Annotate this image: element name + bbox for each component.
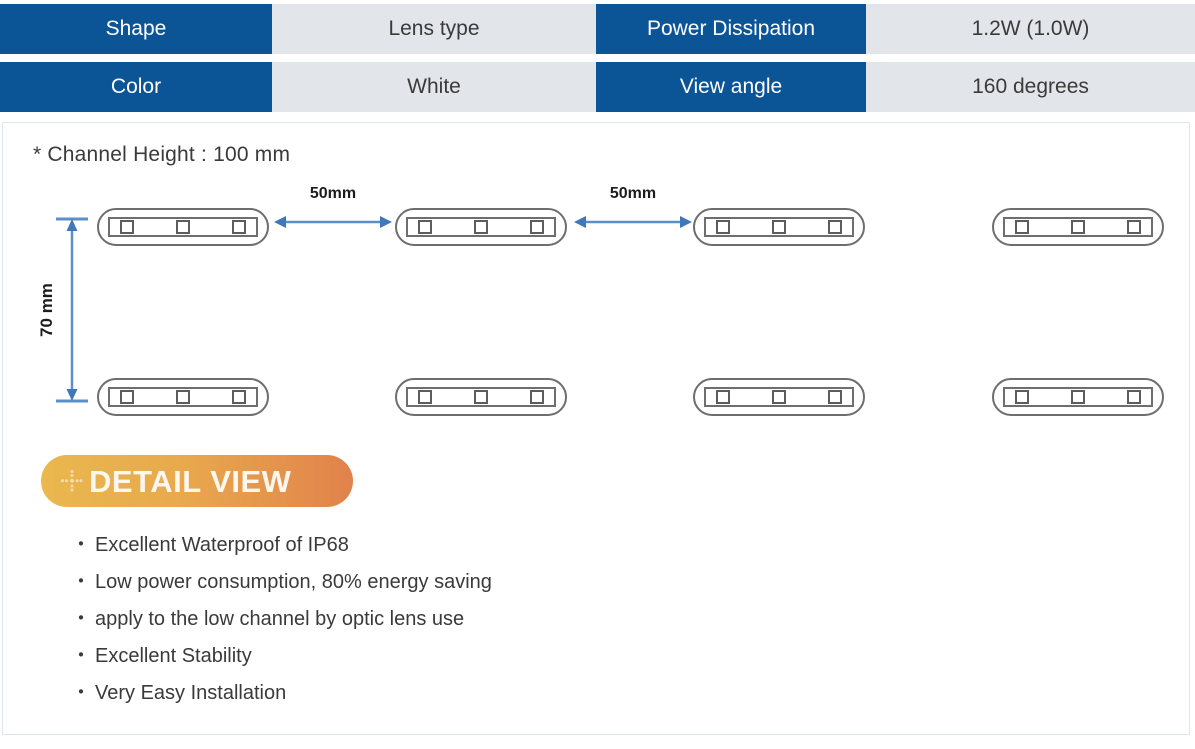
led-chip-icon xyxy=(716,390,730,404)
led-chip-icon xyxy=(1127,220,1141,234)
feature-text: Excellent Waterproof of IP68 xyxy=(95,534,349,556)
led-module xyxy=(693,208,865,246)
led-module xyxy=(693,378,865,416)
led-chip-icon xyxy=(232,220,246,234)
led-module xyxy=(97,208,269,246)
led-chip-icon xyxy=(232,390,246,404)
led-chip-icon xyxy=(418,390,432,404)
led-module-body xyxy=(108,217,258,237)
led-module-body xyxy=(406,217,556,237)
led-chip-icon xyxy=(120,390,134,404)
bullet-icon: ・ xyxy=(71,608,91,630)
bullet-icon: ・ xyxy=(71,571,91,593)
spec-value-power-dissipation: 1.2W (1.0W) xyxy=(866,4,1195,54)
led-chip-icon xyxy=(176,220,190,234)
list-item: ・ Low power consumption, 80% energy savi… xyxy=(71,564,492,601)
led-chip-icon xyxy=(772,220,786,234)
feature-text: Very Easy Installation xyxy=(95,682,287,704)
bullet-icon: ・ xyxy=(71,534,91,556)
horizontal-dimension-50mm-2: 50mm xyxy=(573,185,693,231)
led-module-body xyxy=(1003,217,1153,237)
led-module xyxy=(992,208,1164,246)
vertical-dimension-label: 70 mm xyxy=(37,283,56,337)
led-chip-icon xyxy=(474,390,488,404)
feature-list: ・ Excellent Waterproof of IP68 ・ Low pow… xyxy=(71,527,492,712)
list-item: ・ Excellent Stability xyxy=(71,638,492,675)
led-module-body xyxy=(108,387,258,407)
list-item: ・ Excellent Waterproof of IP68 xyxy=(71,527,492,564)
led-chip-icon xyxy=(716,220,730,234)
led-module xyxy=(992,378,1164,416)
spec-row-2: Color White View angle 160 degrees xyxy=(0,62,1195,112)
detail-view-label: DETAIL VIEW xyxy=(89,463,292,499)
horizontal-dimension-label-2: 50mm xyxy=(609,185,657,202)
feature-text: apply to the low channel by optic lens u… xyxy=(95,608,465,630)
bullet-icon: ・ xyxy=(71,645,91,667)
spec-table: Shape Lens type Power Dissipation 1.2W (… xyxy=(0,0,1195,120)
bullet-icon: ・ xyxy=(71,682,91,704)
led-module-body xyxy=(704,217,854,237)
led-chip-icon xyxy=(1015,220,1029,234)
spec-value-lens-type: Lens type xyxy=(272,4,596,54)
list-item: ・ apply to the low channel by optic lens… xyxy=(71,601,492,638)
led-chip-icon xyxy=(772,390,786,404)
spec-key-power-dissipation: Power Dissipation xyxy=(596,4,866,54)
spec-value-view-angle: 160 degrees xyxy=(866,62,1195,112)
feature-text: Excellent Stability xyxy=(95,645,252,667)
channel-height-note: * Channel Height : 100 mm xyxy=(33,143,291,166)
content-panel: * Channel Height : 100 mm 70 mm 50mm xyxy=(2,122,1190,735)
detail-view-badge[interactable]: DETAIL VIEW xyxy=(41,455,353,507)
led-module xyxy=(395,208,567,246)
led-chip-icon xyxy=(530,390,544,404)
led-layout-diagram: 70 mm 50mm 50mm xyxy=(3,123,1191,443)
led-module-body xyxy=(1003,387,1153,407)
led-chip-icon xyxy=(1127,390,1141,404)
led-chip-icon xyxy=(1071,390,1085,404)
led-chip-icon xyxy=(1071,220,1085,234)
sparkle-icon xyxy=(61,470,83,492)
horizontal-dimension-50mm-1: 50mm xyxy=(273,185,393,231)
spec-key-view-angle: View angle xyxy=(596,62,866,112)
vertical-dimension-70mm: 70 mm xyxy=(37,217,88,403)
horizontal-dimension-label-1: 50mm xyxy=(309,185,357,202)
led-chip-icon xyxy=(828,220,842,234)
led-module-body xyxy=(704,387,854,407)
led-module xyxy=(395,378,567,416)
feature-text: Low power consumption, 80% energy saving xyxy=(95,571,492,593)
spec-key-color: Color xyxy=(0,62,272,112)
spec-key-shape: Shape xyxy=(0,4,272,54)
led-chip-icon xyxy=(120,220,134,234)
led-chip-icon xyxy=(1015,390,1029,404)
spec-value-color: White xyxy=(272,62,596,112)
led-module-body xyxy=(406,387,556,407)
led-chip-icon xyxy=(828,390,842,404)
led-chip-icon xyxy=(474,220,488,234)
led-chip-icon xyxy=(418,220,432,234)
led-module xyxy=(97,378,269,416)
led-chip-icon xyxy=(176,390,190,404)
spec-row-1: Shape Lens type Power Dissipation 1.2W (… xyxy=(0,4,1195,54)
led-chip-icon xyxy=(530,220,544,234)
list-item: ・ Very Easy Installation xyxy=(71,675,492,712)
